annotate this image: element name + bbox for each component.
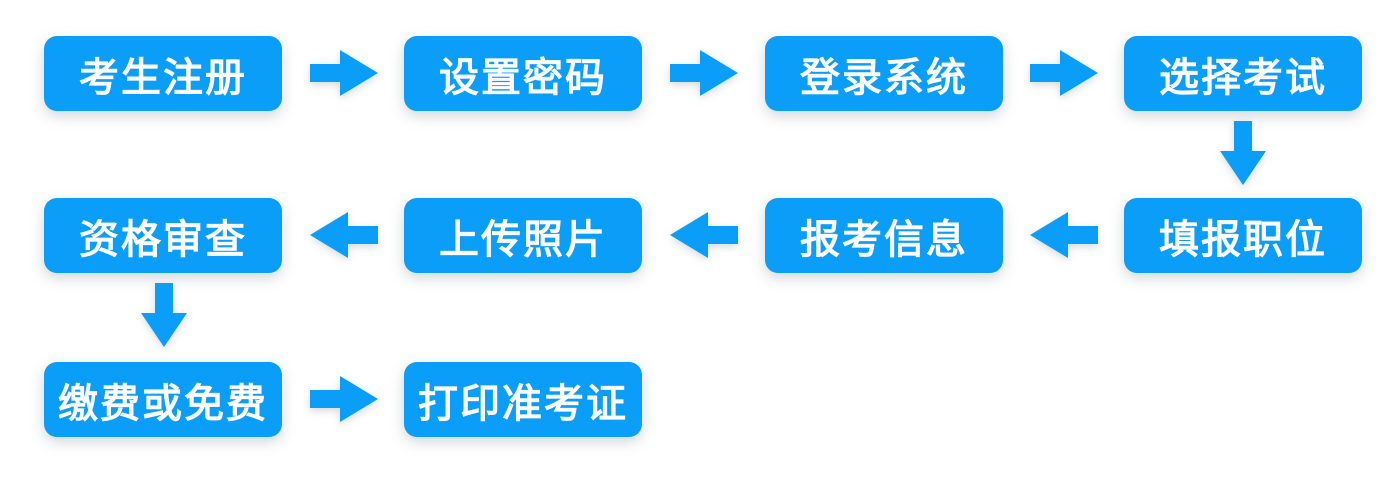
arrow-right-icon [310,50,378,96]
flow-step-upload-photo: 上传照片 [404,198,642,273]
flow-step-login-system: 登录系统 [765,36,1003,111]
arrow-left-icon [1030,212,1098,258]
flow-step-candidate-register: 考生注册 [44,36,282,111]
arrow-down-icon [1220,121,1266,185]
arrow-right-icon [670,50,738,96]
arrow-right-icon [310,376,378,422]
flow-step-print-admission-ticket: 打印准考证 [404,362,642,437]
flow-step-select-exam: 选择考试 [1124,36,1362,111]
flow-step-pay-or-free: 缴费或免费 [44,362,282,437]
flow-step-qualification-review: 资格审查 [44,198,282,273]
arrow-right-icon [1030,50,1098,96]
arrow-left-icon [670,212,738,258]
flow-step-set-password: 设置密码 [404,36,642,111]
flow-step-application-info: 报考信息 [765,198,1003,273]
arrow-down-icon [141,283,187,347]
flow-step-fill-position: 填报职位 [1124,198,1362,273]
arrow-left-icon [310,212,378,258]
